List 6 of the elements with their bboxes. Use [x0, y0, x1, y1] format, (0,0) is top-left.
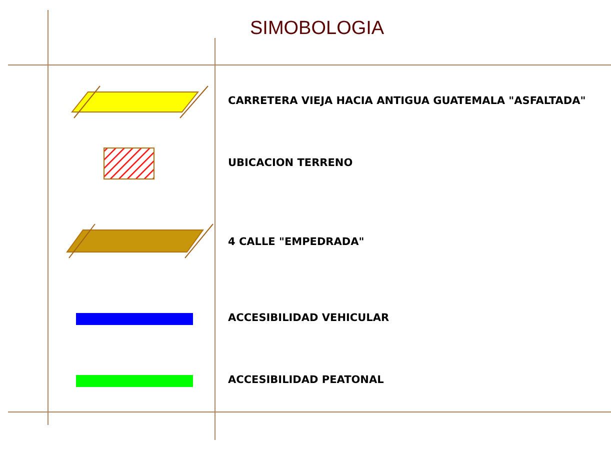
legend-text: ACCESIBILIDAD PEATONAL	[228, 375, 385, 386]
legend-text: UBICACION TERRENO	[228, 158, 354, 169]
legend-text: 4 CALLE "EMPEDRADA"	[228, 237, 366, 248]
legend-text: CARRETERA VIEJA HACIA ANTIGUA GUATEMALA "ASFALTADA"	[228, 96, 587, 107]
legend-text: ACCESIBILIDAD VEHICULAR	[228, 313, 390, 324]
title: SIMOBOLOGIA	[250, 18, 384, 40]
